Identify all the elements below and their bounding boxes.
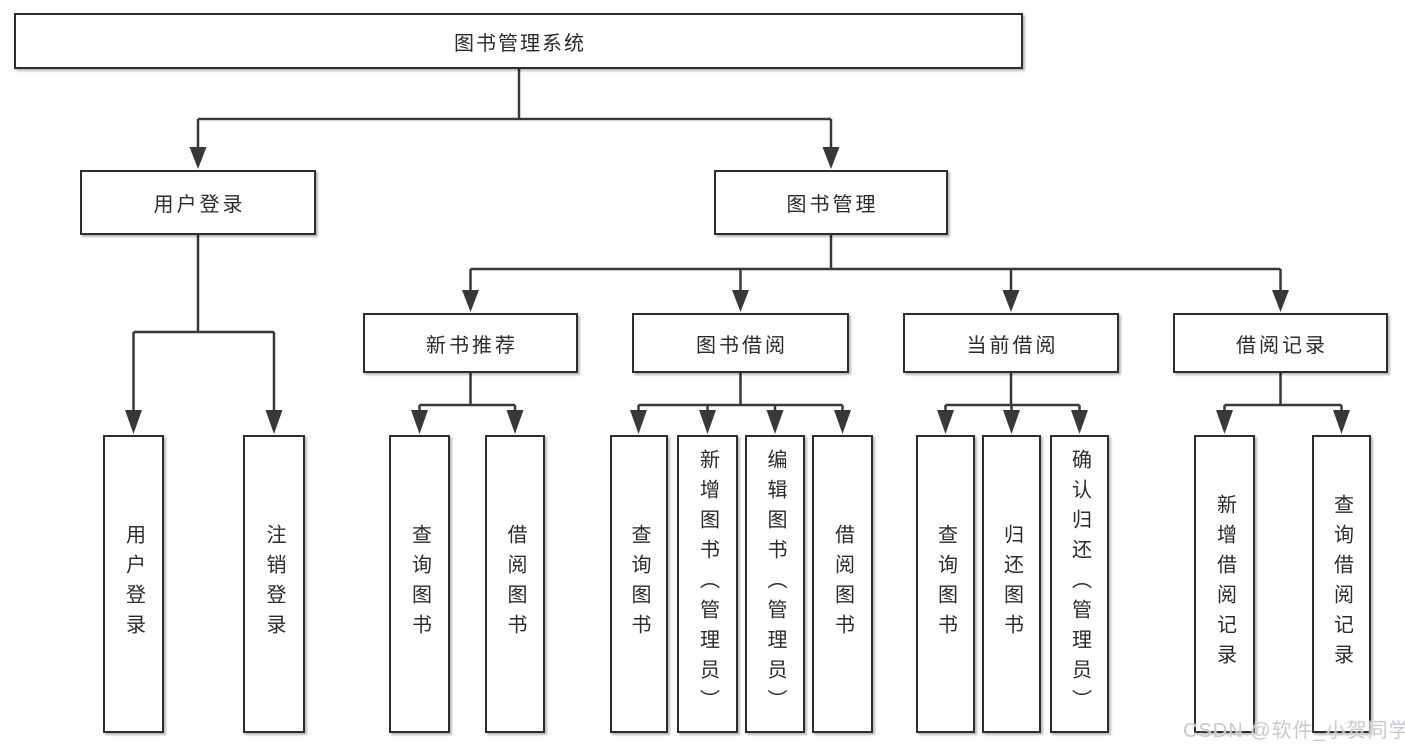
node-leaf-add-borrow-record: 新增借阅记录	[1194, 435, 1255, 733]
node-leaf-borrow-books-recommend: 借阅图书	[485, 435, 545, 733]
node-leaf-edit-books-admin: 编辑图书（管理员）	[745, 435, 805, 733]
node-leaf-query-borrow-record: 查询借阅记录	[1312, 435, 1371, 733]
node-leaf-query-books-recommend: 查询图书	[389, 435, 450, 733]
node-leaf-query-books-current: 查询图书	[916, 435, 975, 733]
node-leaf-return-books: 归还图书	[982, 435, 1041, 733]
node-book-borrowing: 图书借阅	[632, 313, 849, 373]
node-new-book-recommend: 新书推荐	[363, 313, 578, 373]
node-book-management: 图书管理	[714, 170, 948, 235]
csdn-watermark: CSDN @软件_小贺同学	[1183, 720, 1405, 742]
node-current-borrowing: 当前借阅	[903, 313, 1119, 373]
node-leaf-user-login: 用户登录	[103, 435, 164, 733]
node-user-login: 用户登录	[80, 170, 316, 235]
node-library-management-system: 图书管理系统	[14, 13, 1023, 69]
node-leaf-confirm-return-admin: 确认归还（管理员）	[1050, 435, 1109, 733]
node-leaf-borrow-books-borrowing: 借阅图书	[812, 435, 873, 733]
node-borrowing-records: 借阅记录	[1173, 313, 1388, 373]
node-leaf-logout: 注销登录	[243, 435, 305, 733]
node-leaf-query-books-borrowing: 查询图书	[610, 435, 668, 733]
node-leaf-add-books-admin: 新增图书（管理员）	[677, 435, 738, 733]
